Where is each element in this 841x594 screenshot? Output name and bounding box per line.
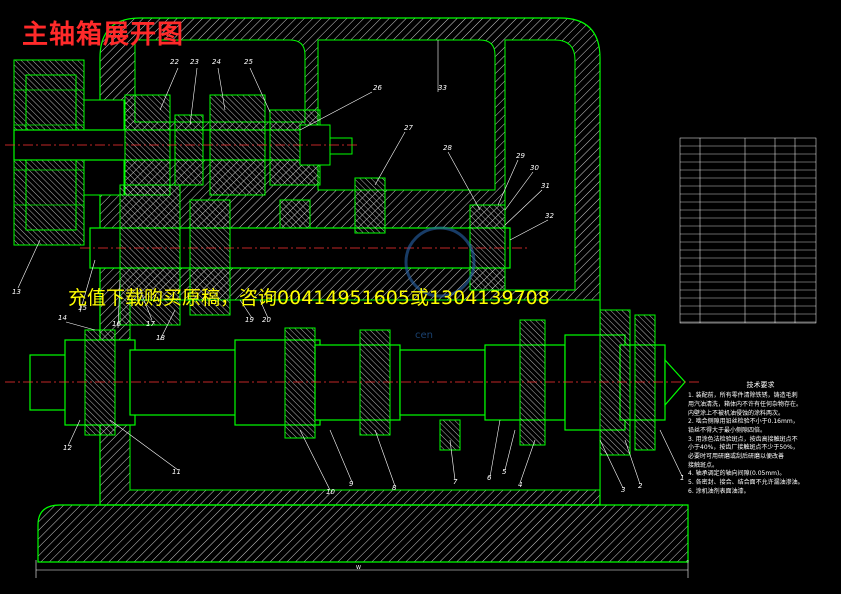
overall-dimension bbox=[35, 560, 689, 578]
part-label: 3 bbox=[621, 486, 626, 494]
watermark-text: cen bbox=[415, 330, 433, 341]
part-label: 2 bbox=[638, 482, 643, 490]
parts-list-rows bbox=[680, 145, 816, 323]
part-label: 5 bbox=[502, 468, 507, 476]
part-label: 8 bbox=[392, 484, 397, 492]
promo-banner: 充值下载购买原稿，咨询00414951605或1304139708 bbox=[68, 287, 550, 309]
part-label: 18 bbox=[156, 334, 165, 342]
leader-lines bbox=[17, 40, 683, 491]
part-label: 9 bbox=[349, 480, 354, 488]
part-label: 12 bbox=[63, 444, 72, 452]
tech-item: 内壁涂上不被机油侵蚀的涂料两次。 bbox=[688, 409, 785, 417]
part-label: 30 bbox=[530, 164, 539, 172]
part-label: 1 bbox=[680, 474, 685, 482]
tech-item: 小于40%，按齿厂接触斑点不少于50%， bbox=[688, 444, 799, 452]
part-label: 7 bbox=[453, 478, 458, 486]
part-label: 6 bbox=[487, 474, 492, 482]
part-label: 19 bbox=[245, 316, 254, 324]
technical-requirements: 技术要求 1. 装配前，所有零件清除铁锈，铸造毛刺 用汽油清洗，箱体内不许有任何… bbox=[688, 380, 833, 496]
part-label: 14 bbox=[58, 314, 67, 322]
part-label: 17 bbox=[146, 320, 155, 328]
tech-item: 铅丝不得大于最小侧隙四倍。 bbox=[688, 426, 767, 434]
part-label: 23 bbox=[190, 58, 199, 66]
parts-list-table bbox=[679, 137, 817, 324]
drawing-title: 主轴箱展开图 bbox=[22, 20, 185, 50]
tech-item: 3. 用涂色法检验斑点，按齿高接触斑点不 bbox=[688, 435, 798, 443]
tech-item: 2. 啮合侧隙用铅丝检验不小于0.16mm， bbox=[688, 418, 799, 426]
part-label: 33 bbox=[438, 84, 447, 92]
technical-requirements-heading: 技术要求 bbox=[746, 381, 775, 389]
overall-dimension-label: W bbox=[356, 565, 361, 571]
tech-item: 用汽油清洗，箱体内不许有任何杂物存在。 bbox=[688, 400, 803, 408]
tech-item: 5. 各密封、接合、结合面不允许漏油渗油。 bbox=[688, 479, 804, 487]
part-label: 15 bbox=[78, 304, 87, 312]
part-label: 20 bbox=[262, 316, 271, 324]
part-label: 22 bbox=[170, 58, 179, 66]
part-label: 32 bbox=[545, 212, 554, 220]
part-label: 28 bbox=[443, 144, 452, 152]
part-label: 13 bbox=[12, 288, 21, 296]
main-spindle bbox=[29, 309, 686, 456]
tech-item: 必要时可用研磨或刮后研磨以便改善 bbox=[688, 452, 785, 460]
part-label: 29 bbox=[516, 152, 525, 160]
part-label: 16 bbox=[112, 320, 121, 328]
part-label: 25 bbox=[244, 58, 253, 66]
part-label: 26 bbox=[373, 84, 382, 92]
part-label: 11 bbox=[172, 468, 181, 476]
part-label: 24 bbox=[212, 58, 221, 66]
part-label: 4 bbox=[518, 481, 523, 489]
part-label: 27 bbox=[404, 124, 413, 132]
watermark-logo bbox=[404, 226, 476, 298]
centerlines bbox=[5, 144, 700, 383]
tech-item: 4. 轴承调定的轴向间隙(0.05mm)。 bbox=[688, 470, 786, 478]
part-label: 10 bbox=[326, 488, 335, 496]
tech-item: 6. 涂机油剂表面油漆。 bbox=[688, 487, 750, 495]
tech-item: 1. 装配前，所有零件清除铁锈，铸造毛刺 bbox=[688, 392, 798, 400]
part-label: 31 bbox=[541, 182, 550, 190]
tech-item: 接触斑点。 bbox=[688, 461, 719, 469]
